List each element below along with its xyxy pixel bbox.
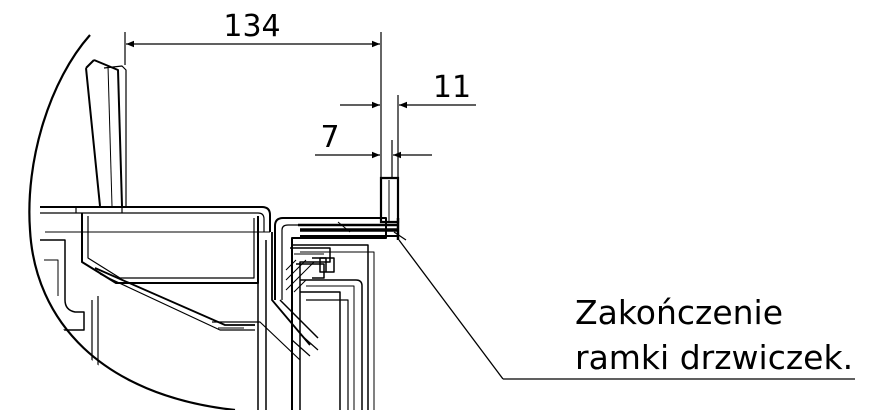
callout-leader xyxy=(398,239,855,380)
dimension-134: 134 xyxy=(124,9,382,178)
dimension-11: 11 xyxy=(340,70,476,178)
callout-line-1: Zakończenie xyxy=(575,293,783,332)
door-frame-ending xyxy=(298,176,407,241)
detail-circle-outline xyxy=(28,34,236,412)
callout-line-2: ramki drzwiczek. xyxy=(575,338,853,377)
dimension-7-label: 7 xyxy=(320,120,339,155)
dimension-134-label: 134 xyxy=(223,9,280,44)
cross-section-geometry xyxy=(40,59,387,410)
dimension-11-label: 11 xyxy=(433,70,471,105)
dimension-7: 7 xyxy=(315,120,432,178)
